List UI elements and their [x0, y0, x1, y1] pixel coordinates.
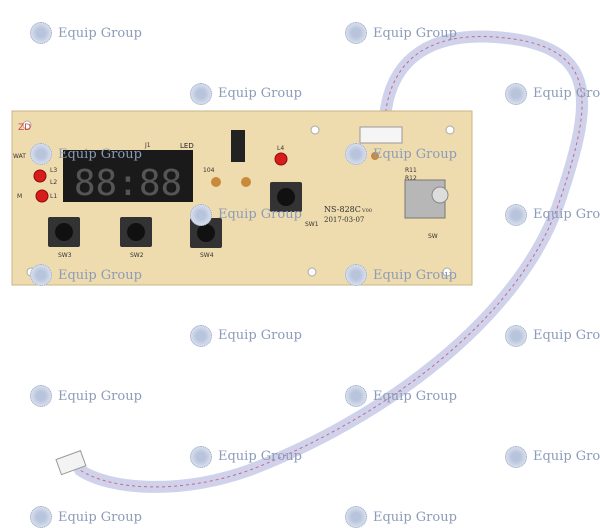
silk-r11: R11 [405, 167, 417, 174]
silk-zd: ZD [18, 123, 31, 133]
silk-l2: L2 [50, 179, 57, 186]
silk-wat: WAT [13, 153, 26, 160]
board-date: 2017-03-07 [324, 216, 364, 224]
silk-sw2: SW2 [130, 252, 144, 259]
silk-m: M [17, 193, 22, 200]
display-label: LED [180, 142, 194, 150]
board-model: NS-828C [324, 205, 361, 214]
tact-buttons [48, 182, 302, 248]
cable-connector [55, 450, 87, 476]
capacitor [231, 130, 245, 162]
silk-sw4: SW4 [200, 252, 214, 259]
silk-j1: J1 [144, 142, 151, 149]
pcb-photo: 88:88 LED NS-828C V00 2017-03-07 J1 WAT … [11, 30, 589, 493]
board-model-suffix: V00 [361, 208, 372, 214]
silk-r12: R12 [405, 175, 417, 182]
silk-sw: SW [428, 233, 438, 240]
silk-104: 104 [203, 167, 215, 174]
seven-segment-display [63, 150, 193, 202]
silk-l3: L3 [50, 167, 57, 174]
silk-sw3: SW3 [58, 252, 72, 259]
display-digits: 88:88 [74, 163, 182, 204]
silk-sw1: SW1 [305, 221, 319, 228]
silk-labels: J1 WAT L3 L2 M L1 L4 SW1 SW2 SW3 SW4 SW … [13, 123, 438, 259]
cable-header [359, 126, 403, 144]
silk-l4: L4 [277, 145, 284, 152]
silk-l1: L1 [50, 193, 57, 200]
